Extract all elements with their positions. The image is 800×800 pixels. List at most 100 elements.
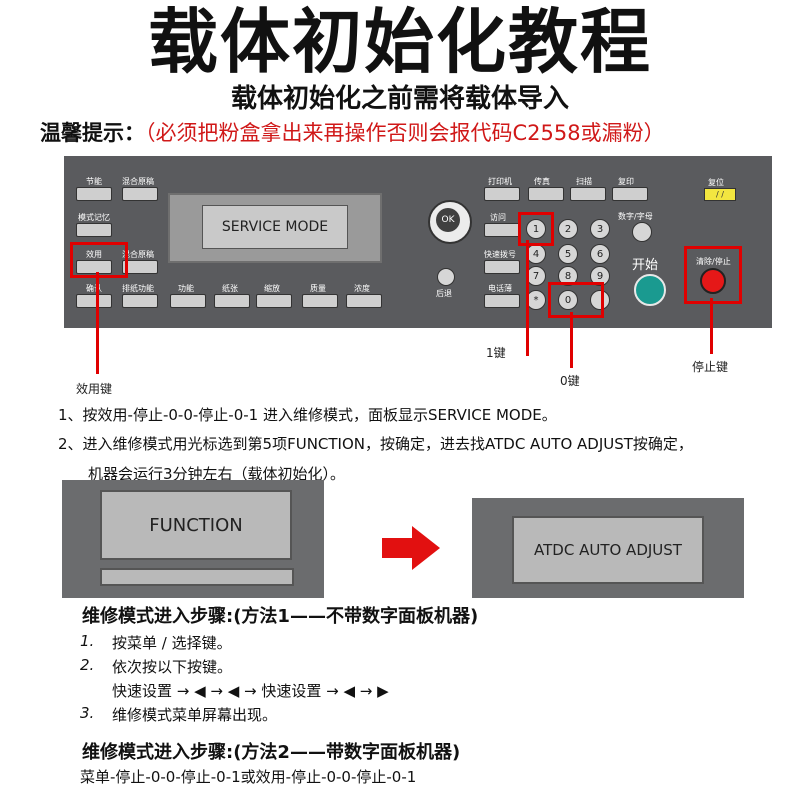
numpad-key-8[interactable]: 8	[558, 266, 578, 286]
key1-leader	[526, 240, 529, 356]
lcd-display: SERVICE MODE	[168, 193, 382, 263]
method2-text: 菜单-停止-0-0-停止-0-1或效用-停止-0-0-停止-0-1	[80, 768, 417, 786]
control-panel: 节能 混合原稿 模式记忆 效用 混合原稿 确认 排纸功能 功能 纸张 缩放 质量…	[64, 156, 772, 328]
printer-key[interactable]	[484, 187, 520, 201]
paper-function-label: 排纸功能	[122, 284, 154, 293]
page-title: 载体初始化教程	[148, 1, 652, 83]
quality-label: 质量	[310, 284, 326, 293]
confirm-label: 确认	[86, 284, 102, 293]
utility-key-annotation: 效用键	[76, 382, 113, 396]
utility-label: 效用	[86, 250, 102, 259]
atdc-screen-photo: ATDC AUTO ADJUST	[472, 498, 744, 598]
printer-label: 打印机	[488, 177, 512, 186]
numpad-key-5[interactable]: 5	[558, 244, 578, 264]
method1-item-2: 依次按以下按键。	[112, 658, 233, 676]
key0-annotation: 0键	[560, 374, 580, 388]
atdc-screen: ATDC AUTO ADJUST	[512, 516, 704, 584]
numpad-key-9[interactable]: 9	[590, 266, 610, 286]
density-label: 浓度	[354, 284, 370, 293]
digit-letter-key[interactable]	[632, 222, 652, 242]
method1-item-1: 按菜单 / 选择键。	[112, 634, 232, 652]
paper-function-key[interactable]	[122, 294, 158, 308]
back-button[interactable]	[437, 268, 455, 286]
start-label: 开始	[632, 258, 659, 273]
copy-label: 复印	[618, 177, 634, 186]
step-2: 2、进入维修模式用光标选到第5项FUNCTION，按确定，进去找ATDC AUT…	[58, 435, 693, 453]
method1-num-2: 2.	[80, 656, 95, 674]
zoom-label: 缩放	[264, 284, 280, 293]
key0-highlight	[548, 282, 604, 318]
scan-label: 扫描	[576, 177, 592, 186]
utility-leader	[96, 272, 99, 374]
warning-tip: 温馨提示：（必须把粉盒拿出来再操作否则会报代码C2558或漏粉）	[40, 118, 665, 148]
density-key[interactable]	[346, 294, 382, 308]
ok-button[interactable]: OK	[436, 208, 460, 232]
phonebook-label: 电话薄	[488, 284, 512, 293]
speed-dial-key[interactable]	[484, 260, 520, 274]
clear-stop-label: 清除/停止	[696, 257, 731, 266]
numpad-key-hash[interactable]	[590, 290, 610, 310]
function-screen-bar	[100, 568, 294, 586]
stop-key-annotation: 停止键	[692, 360, 729, 374]
scan-key[interactable]	[570, 187, 606, 201]
function-key[interactable]	[170, 294, 206, 308]
method1-key-sequence: 快速设置 → ◀ → ◀ → 快速设置 → ◀ → ▶	[112, 682, 389, 700]
quality-key[interactable]	[302, 294, 338, 308]
reset-button[interactable]: / /	[704, 188, 736, 201]
lcd-text: SERVICE MODE	[202, 205, 348, 249]
paper-key[interactable]	[214, 294, 250, 308]
digit-letter-label: 数字/字母	[618, 212, 653, 221]
mode-memory-label: 模式记忆	[78, 213, 110, 222]
zoom-key[interactable]	[256, 294, 292, 308]
method1-num-3: 3.	[80, 704, 95, 722]
numpad-key-3[interactable]: 3	[590, 219, 610, 239]
start-button[interactable]	[634, 274, 666, 306]
step-2-continued: 机器会运行3分钟左右（载体初始化）。	[88, 465, 346, 483]
mixed-original-label: 混合原稿	[122, 177, 154, 186]
energy-save-label: 节能	[86, 177, 102, 186]
stop-leader	[710, 298, 713, 354]
copy-key[interactable]	[612, 187, 648, 201]
reset-label: 复位	[708, 178, 724, 187]
utility-highlight	[70, 242, 128, 278]
key0-leader	[570, 312, 573, 368]
energy-save-key[interactable]	[76, 187, 112, 201]
mode-memory-key[interactable]	[76, 223, 112, 237]
tip-text: （必须把粉盒拿出来再操作否则会报代码C2558或漏粉）	[145, 121, 665, 145]
page-subtitle: 载体初始化之前需将载体导入	[230, 84, 569, 114]
function-screen: FUNCTION	[100, 490, 292, 560]
mixed-original-key[interactable]	[122, 187, 158, 201]
function-screen-photo: FUNCTION	[62, 480, 324, 598]
numpad-key-7[interactable]: 7	[526, 266, 546, 286]
numpad-key-2[interactable]: 2	[558, 219, 578, 239]
speed-dial-label: 快速拨号	[484, 250, 516, 259]
numpad-key-4[interactable]: 4	[526, 244, 546, 264]
key1-annotation: 1键	[486, 346, 506, 360]
numpad-key-1[interactable]: 1	[526, 219, 546, 239]
utility-key[interactable]	[76, 260, 112, 274]
mixed-original-2-label: 混合原稿	[122, 250, 154, 259]
access-label: 访问	[490, 213, 506, 222]
function-label: 功能	[178, 284, 194, 293]
fax-label: 传真	[534, 177, 550, 186]
method1-num-1: 1.	[80, 632, 95, 650]
fax-key[interactable]	[528, 187, 564, 201]
right-arrow-icon	[382, 526, 440, 570]
method1-item-3: 维修模式菜单屏幕出现。	[112, 706, 278, 724]
stop-highlight	[684, 246, 742, 304]
method2-heading: 维修模式进入步骤:(方法2——带数字面板机器)	[82, 742, 461, 763]
paper-label: 纸张	[222, 284, 238, 293]
tip-label: 温馨提示：	[40, 121, 145, 145]
back-label: 后退	[436, 289, 452, 298]
numpad-key-star[interactable]: *	[526, 290, 546, 310]
numpad-key-6[interactable]: 6	[590, 244, 610, 264]
step-1: 1、按效用-停止-0-0-停止-0-1 进入维修模式，面板显示SERVICE M…	[58, 406, 557, 424]
key1-highlight	[518, 212, 554, 246]
mixed-original-2-key[interactable]	[122, 260, 158, 274]
phonebook-key[interactable]	[484, 294, 520, 308]
numpad-key-0[interactable]: 0	[558, 290, 578, 310]
confirm-key[interactable]	[76, 294, 112, 308]
method1-heading: 维修模式进入步骤:(方法1——不带数字面板机器)	[82, 606, 479, 627]
access-key[interactable]	[484, 223, 520, 237]
stop-button[interactable]	[700, 268, 726, 294]
